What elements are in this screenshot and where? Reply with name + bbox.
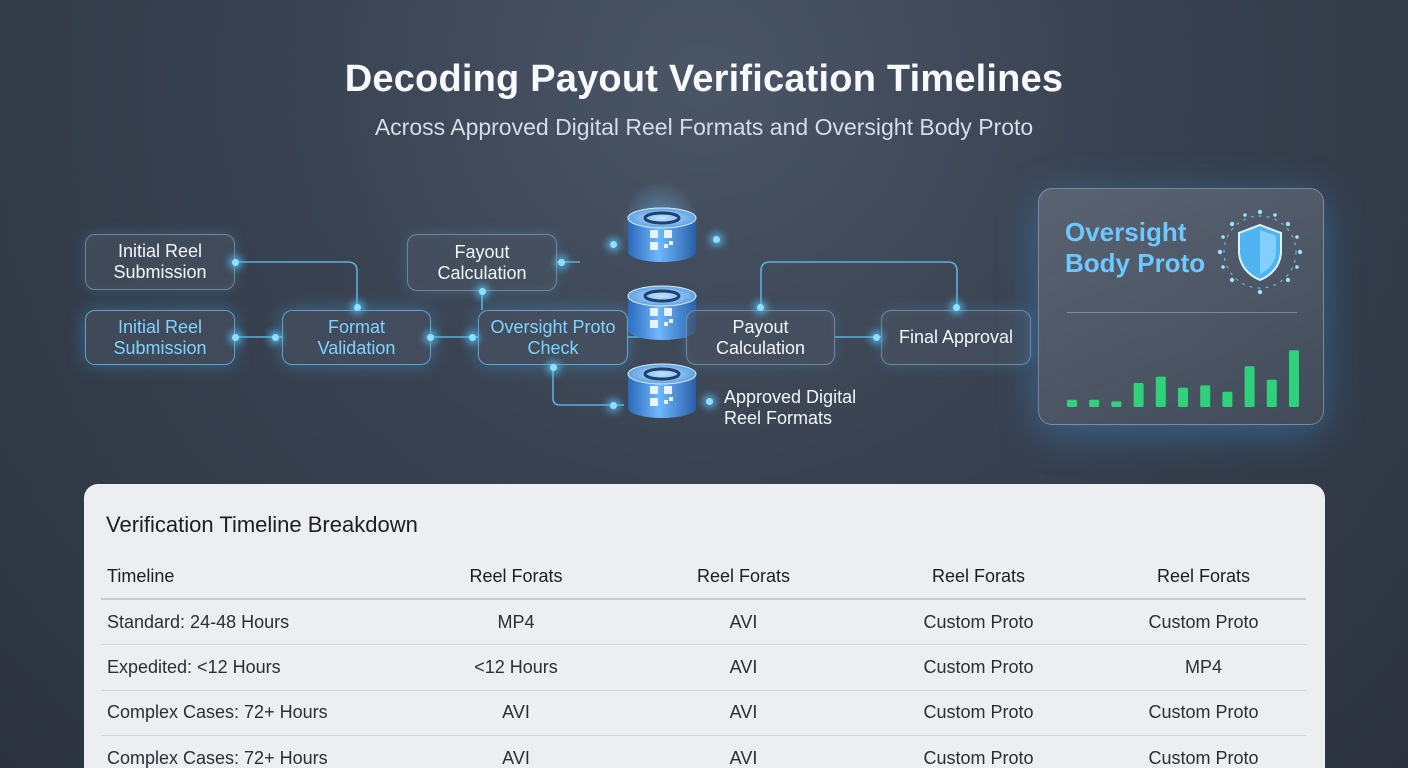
connector-dot [232, 334, 239, 341]
table-cell: Custom Proto [1101, 599, 1306, 645]
table-cell: MP4 [401, 599, 631, 645]
node-format-validation: Format Validation [282, 310, 431, 365]
table-cell: AVI [631, 735, 856, 768]
table-cell: AVI [631, 644, 856, 691]
oversight-bar [1178, 387, 1188, 407]
oversight-bar [1244, 366, 1255, 407]
node-oversight-proto-check: Oversight Proto Check [478, 310, 628, 365]
header-reel-formats-2: Reel Forats [631, 554, 856, 600]
table-cell: MP4 [1101, 644, 1306, 691]
header-reel-formats-3: Reel Forats [856, 554, 1101, 600]
table-cell: AVI [401, 735, 631, 768]
table-cell: Custom Proto [856, 690, 1101, 736]
oversight-bar [1266, 379, 1277, 407]
table-cell: Custom Proto [1101, 690, 1306, 736]
oversight-bar-chart [1067, 350, 1299, 407]
connector-dot [427, 334, 434, 341]
oversight-bar [1222, 391, 1233, 407]
node-final-approval: Final Approval [881, 310, 1031, 365]
table-row: Complex Cases: 72+ Hours AVI AVI Custom … [101, 735, 1306, 768]
connector-dot [479, 288, 486, 295]
node-payout-calculation: Payout Calculation [686, 310, 835, 365]
table-row: Standard: 24-48 Hours MP4 AVI Custom Pro… [101, 599, 1306, 645]
oversight-card-title: Oversight Body Proto [1065, 217, 1206, 278]
connector-dot [757, 304, 764, 311]
connector-dot [354, 304, 361, 311]
connector-dot [232, 259, 239, 266]
connector-dot [550, 364, 557, 371]
connector-dot [873, 334, 880, 341]
table-cell: AVI [631, 690, 856, 736]
connector-dot [610, 241, 617, 248]
node-fayout-calculation: Fayout Calculation [407, 234, 557, 291]
table-cell: Custom Proto [856, 735, 1101, 768]
oversight-bar [1155, 376, 1166, 407]
oversight-bar [1089, 399, 1100, 407]
table-cell: Expedited: <12 Hours [101, 644, 401, 691]
timeline-table-panel: Verification Timeline Breakdown Timeline… [84, 484, 1325, 768]
table-cell: Custom Proto [856, 644, 1101, 691]
header-reel-formats-1: Reel Forats [401, 554, 631, 600]
table-row: Expedited: <12 Hours <12 Hours AVI Custo… [101, 644, 1306, 691]
shield-icon [1217, 209, 1303, 295]
table-cell: <12 Hours [401, 644, 631, 691]
connector-dot [953, 304, 960, 311]
table-cell: Complex Cases: 72+ Hours [101, 735, 401, 768]
table-header-row: Timeline Reel Forats Reel Forats Reel Fo… [101, 554, 1306, 600]
stack-label: Approved Digital Reel Formats [724, 387, 857, 428]
connector-dot [558, 259, 565, 266]
connector-dot [713, 236, 720, 243]
node-initial-reel-submission-bottom: Initial Reel Submission [85, 310, 235, 365]
node-initial-reel-submission-top: Initial Reel Submission [85, 234, 235, 290]
table-cell: Complex Cases: 72+ Hours [101, 690, 401, 736]
oversight-bar [1067, 399, 1077, 407]
connector-dot [469, 334, 476, 341]
header-timeline: Timeline [101, 554, 401, 600]
header-reel-formats-4: Reel Forats [1101, 554, 1306, 600]
oversight-bar [1289, 350, 1299, 407]
connector-dot [706, 398, 713, 405]
page-title: Decoding Payout Verification Timelines [344, 58, 1064, 100]
database-stack-icon [627, 207, 697, 418]
table-cell: Custom Proto [856, 599, 1101, 645]
oversight-bar [1133, 383, 1144, 407]
table-cell: AVI [631, 599, 856, 645]
table-cell: Standard: 24-48 Hours [101, 599, 401, 645]
connector-dot [272, 334, 279, 341]
table-cell: AVI [401, 690, 631, 736]
timeline-table: Timeline Reel Forats Reel Forats Reel Fo… [101, 554, 1306, 768]
page-subtitle: Across Approved Digital Reel Formats and… [374, 114, 1034, 140]
table-cell: Custom Proto [1101, 735, 1306, 768]
oversight-bar [1111, 401, 1122, 407]
connector-dot [610, 402, 617, 409]
table-title: Verification Timeline Breakdown [106, 512, 418, 537]
oversight-card: Oversight Body Proto [1038, 188, 1324, 425]
card-divider [1067, 312, 1297, 313]
oversight-bar [1200, 385, 1211, 407]
table-row: Complex Cases: 72+ Hours AVI AVI Custom … [101, 690, 1306, 736]
